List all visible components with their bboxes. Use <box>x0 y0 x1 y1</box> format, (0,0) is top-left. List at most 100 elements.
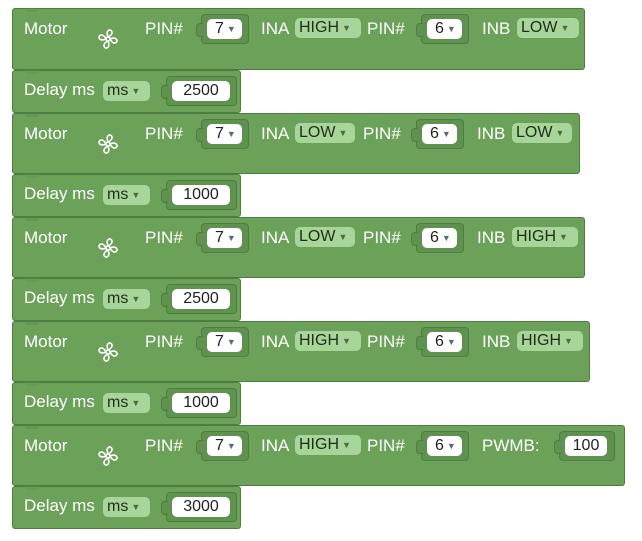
ina-label: INA <box>261 124 290 143</box>
delay-value-socket: 2500 <box>161 284 237 314</box>
pwmb-label: PWMB: <box>482 436 540 455</box>
fan-icon <box>98 342 118 362</box>
caret-down-icon: ▼ <box>342 440 351 450</box>
pin-a-label: PIN# <box>145 436 183 455</box>
delay-unit-dropdown[interactable]: ms▼ <box>103 497 150 517</box>
pin-b-value: 6 <box>435 437 444 455</box>
delay-block[interactable]: Delay ms ms▼ 3000 <box>12 486 241 529</box>
pwmb-socket: 100 <box>554 431 615 461</box>
inb-value: HIGH <box>516 228 556 246</box>
delay-value-field[interactable]: 1000 <box>172 185 230 205</box>
delay-block[interactable]: Delay ms ms▼ 2500 <box>12 278 241 321</box>
pin-a-label: PIN# <box>145 228 183 247</box>
delay-value-field[interactable]: 3000 <box>172 497 230 517</box>
caret-down-icon: ▼ <box>446 441 456 451</box>
pin-b-dropdown[interactable]: 6▼ <box>427 436 462 456</box>
caret-down-icon: ▼ <box>441 129 451 139</box>
pin-b-socket: 6▼ <box>411 223 464 253</box>
caret-down-icon: ▼ <box>342 336 351 346</box>
pin-b-label: PIN# <box>363 124 401 143</box>
motor-label: Motor <box>24 19 68 38</box>
ina-dropdown[interactable]: LOW▼ <box>295 227 355 247</box>
delay-unit-dropdown[interactable]: ms▼ <box>103 289 150 309</box>
caret-down-icon: ▼ <box>131 190 141 200</box>
fan-icon <box>98 446 118 466</box>
delay-unit-value: ms <box>107 498 129 516</box>
delay-value: 1000 <box>183 186 219 203</box>
inb-dropdown[interactable]: LOW▼ <box>517 18 579 38</box>
delay-block[interactable]: Delay ms ms▼ 2500 <box>12 70 241 113</box>
pin-b-dropdown[interactable]: 6▼ <box>427 332 462 352</box>
delay-unit-dropdown[interactable]: ms▼ <box>103 185 150 205</box>
fan-icon <box>98 29 118 49</box>
pwmb-field[interactable]: 100 <box>565 436 607 456</box>
pin-b-dropdown[interactable]: 6▼ <box>422 228 457 248</box>
motor-label: Motor <box>24 332 68 351</box>
ina-dropdown[interactable]: HIGH▼ <box>295 435 361 455</box>
delay-value-field[interactable]: 2500 <box>172 81 230 101</box>
pin-a-dropdown[interactable]: 7▼ <box>207 124 242 144</box>
caret-down-icon: ▼ <box>131 294 141 304</box>
delay-value-socket: 1000 <box>161 388 237 418</box>
motor-block[interactable]: Motor PIN# 7▼ INA HIGH▼ PIN# 6▼ INB <box>12 8 585 70</box>
ina-value: LOW <box>299 228 336 246</box>
pin-b-label: PIN# <box>367 436 405 455</box>
caret-down-icon: ▼ <box>560 23 570 33</box>
delay-unit-value: ms <box>107 82 129 100</box>
pin-a-dropdown[interactable]: 7▼ <box>207 19 242 39</box>
motor-block[interactable]: Motor PIN# 7▼ INA LOW▼ PIN# 6▼ INB <box>12 217 585 278</box>
ina-dropdown[interactable]: HIGH▼ <box>295 331 361 351</box>
motor-block[interactable]: Motor PIN# 7▼ INA LOW▼ PIN# 6▼ INB <box>12 113 580 174</box>
pwmb-value: 100 <box>572 437 600 454</box>
delay-value-socket: 1000 <box>161 180 237 210</box>
pin-b-dropdown[interactable]: 6▼ <box>427 19 462 39</box>
pin-a-value: 7 <box>215 20 224 38</box>
inb-label: INB <box>482 332 511 351</box>
pin-a-dropdown[interactable]: 7▼ <box>207 436 242 456</box>
pin-b-label: PIN# <box>367 332 405 351</box>
pin-a-dropdown[interactable]: 7▼ <box>207 228 242 248</box>
delay-value-field[interactable]: 1000 <box>172 393 230 413</box>
delay-unit-value: ms <box>107 290 129 308</box>
caret-down-icon: ▼ <box>446 24 456 34</box>
caret-down-icon: ▼ <box>559 232 568 242</box>
caret-down-icon: ▼ <box>338 128 348 138</box>
pin-a-value: 7 <box>215 125 224 143</box>
delay-unit-dropdown[interactable]: ms▼ <box>103 393 150 413</box>
inb-dropdown[interactable]: HIGH▼ <box>517 331 583 351</box>
inb-value: LOW <box>521 19 558 37</box>
pin-b-socket: 6▼ <box>416 431 469 461</box>
ina-dropdown[interactable]: HIGH▼ <box>295 18 361 38</box>
delay-block[interactable]: Delay ms ms▼ 1000 <box>12 382 241 425</box>
inb-label: INB <box>482 19 511 38</box>
inb-dropdown[interactable]: LOW▼ <box>512 123 572 143</box>
pin-a-socket: 7▼ <box>196 14 249 44</box>
inb-value: HIGH <box>521 332 561 350</box>
delay-block[interactable]: Delay ms ms▼ 1000 <box>12 174 241 217</box>
delay-unit-dropdown[interactable]: ms▼ <box>103 81 150 101</box>
ina-label: INA <box>261 19 290 38</box>
pin-a-socket: 7▼ <box>196 431 249 461</box>
caret-down-icon: ▼ <box>131 398 141 408</box>
ina-label: INA <box>261 332 290 351</box>
delay-value-field[interactable]: 2500 <box>172 289 230 309</box>
motor-label: Motor <box>24 228 68 247</box>
caret-down-icon: ▼ <box>226 337 236 347</box>
pin-b-value: 6 <box>435 333 444 351</box>
ina-dropdown[interactable]: LOW▼ <box>295 123 355 143</box>
delay-value: 2500 <box>183 82 219 99</box>
caret-down-icon: ▼ <box>226 129 236 139</box>
pin-b-dropdown[interactable]: 6▼ <box>422 124 457 144</box>
pin-b-socket: 6▼ <box>416 14 469 44</box>
pin-a-socket: 7▼ <box>196 223 249 253</box>
inb-label: INB <box>477 228 506 247</box>
motor-block[interactable]: Motor PIN# 7▼ INA HIGH▼ PIN# 6▼ PWM <box>12 425 625 486</box>
motor-block[interactable]: Motor PIN# 7▼ INA HIGH▼ PIN# 6▼ INB <box>12 321 590 382</box>
inb-dropdown[interactable]: HIGH▼ <box>512 227 578 247</box>
caret-down-icon: ▼ <box>131 502 141 512</box>
pin-a-dropdown[interactable]: 7▼ <box>207 332 242 352</box>
delay-value: 2500 <box>183 290 219 307</box>
caret-down-icon: ▼ <box>131 86 141 96</box>
pin-b-label: PIN# <box>363 228 401 247</box>
